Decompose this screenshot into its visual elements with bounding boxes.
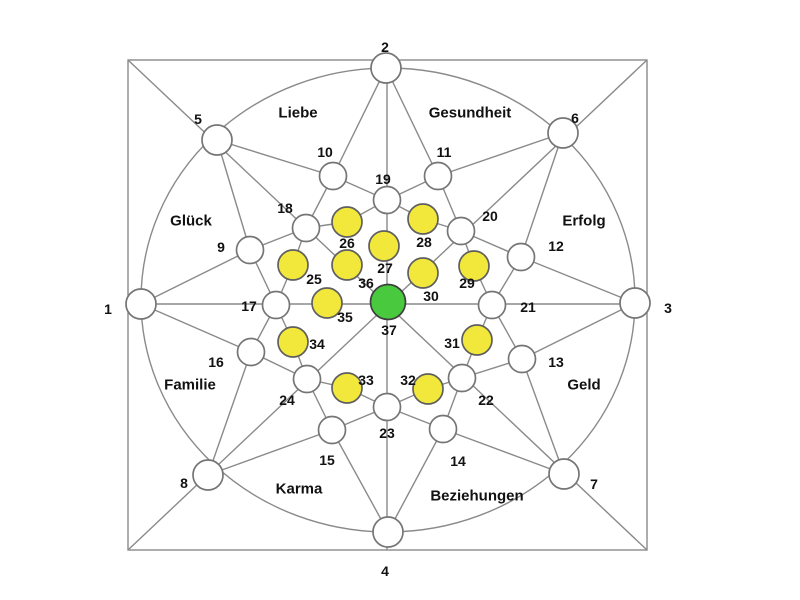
edge-8-16 xyxy=(207,351,252,476)
node-label-33: 33 xyxy=(358,372,374,388)
node-label-18: 18 xyxy=(277,200,293,216)
node-7 xyxy=(548,458,580,490)
edge-6-11 xyxy=(437,132,564,177)
edge-6-12 xyxy=(520,132,564,258)
node-4 xyxy=(372,516,404,548)
area-label-glck: Glück xyxy=(170,212,212,229)
node-label-28: 28 xyxy=(416,234,432,250)
edge-8-15 xyxy=(207,429,333,476)
node-6 xyxy=(547,117,579,149)
node-21 xyxy=(477,290,507,320)
node-3 xyxy=(619,287,651,319)
node-label-20: 20 xyxy=(482,208,498,224)
node-label-7: 7 xyxy=(590,476,598,492)
edge-3-13 xyxy=(521,302,636,360)
edge-7-14 xyxy=(442,428,565,475)
edge-3-12 xyxy=(520,256,636,304)
node-32 xyxy=(412,373,444,405)
edge-4-14 xyxy=(387,428,444,533)
node-label-25: 25 xyxy=(306,271,322,287)
node-29 xyxy=(458,250,490,282)
node-label-21: 21 xyxy=(520,299,536,315)
edge-2-11 xyxy=(385,67,439,177)
node-2 xyxy=(370,52,402,84)
node-8 xyxy=(192,459,224,491)
node-14 xyxy=(428,414,458,444)
node-label-14: 14 xyxy=(450,453,466,469)
node-label-17: 17 xyxy=(241,298,257,314)
node-16 xyxy=(236,337,266,367)
area-label-geld: Geld xyxy=(567,376,600,393)
node-label-15: 15 xyxy=(319,452,335,468)
node-31 xyxy=(461,324,493,356)
area-label-gesundheit: Gesundheit xyxy=(429,104,512,121)
node-18 xyxy=(291,213,321,243)
node-label-19: 19 xyxy=(375,171,391,187)
node-label-8: 8 xyxy=(180,475,188,491)
node-label-12: 12 xyxy=(548,238,564,254)
node-label-24: 24 xyxy=(279,392,295,408)
node-label-1: 1 xyxy=(104,301,112,317)
edge-7-13 xyxy=(521,358,565,475)
node-28 xyxy=(407,203,439,235)
area-label-karma: Karma xyxy=(276,480,323,497)
node-label-31: 31 xyxy=(444,335,460,351)
node-15 xyxy=(317,415,347,445)
node-label-3: 3 xyxy=(664,300,672,316)
node-label-9: 9 xyxy=(217,239,225,255)
node-27 xyxy=(368,230,400,262)
node-11 xyxy=(423,161,453,191)
node-33 xyxy=(331,372,363,404)
area-label-liebe: Liebe xyxy=(278,104,317,121)
node-19 xyxy=(372,185,402,215)
node-22 xyxy=(447,363,477,393)
area-label-familie: Familie xyxy=(164,376,216,393)
node-label-22: 22 xyxy=(478,392,494,408)
node-label-11: 11 xyxy=(437,144,452,160)
node-35 xyxy=(311,287,343,319)
node-label-5: 5 xyxy=(194,111,202,127)
node-20 xyxy=(446,216,476,246)
node-label-16: 16 xyxy=(208,354,224,370)
node-17 xyxy=(261,290,291,320)
node-label-36: 36 xyxy=(358,275,374,291)
node-13 xyxy=(507,344,537,374)
node-36 xyxy=(331,249,363,281)
node-label-13: 13 xyxy=(548,354,564,370)
node-5 xyxy=(201,124,233,156)
node-label-29: 29 xyxy=(459,275,475,291)
node-10 xyxy=(318,161,348,191)
node-label-10: 10 xyxy=(317,144,333,160)
edge-2-10 xyxy=(332,67,387,177)
edge-1-9 xyxy=(140,249,251,305)
node-37 xyxy=(369,283,407,321)
node-label-4: 4 xyxy=(381,563,389,579)
node-label-27: 27 xyxy=(377,260,393,276)
node-label-23: 23 xyxy=(379,425,395,441)
node-24 xyxy=(292,364,322,394)
node-label-2: 2 xyxy=(381,39,389,55)
edge-1-16 xyxy=(140,303,252,353)
area-label-beziehungen: Beziehungen xyxy=(430,487,523,504)
node-25 xyxy=(277,249,309,281)
edge-5-9 xyxy=(216,139,251,251)
node-26 xyxy=(331,206,363,238)
node-label-35: 35 xyxy=(337,309,353,325)
node-12 xyxy=(506,242,536,272)
edge-4-15 xyxy=(331,429,389,533)
node-label-34: 34 xyxy=(309,336,325,352)
node-label-30: 30 xyxy=(423,288,439,304)
area-label-erfolg: Erfolg xyxy=(562,212,605,229)
node-1 xyxy=(125,288,157,320)
node-23 xyxy=(372,392,402,422)
node-label-37: 37 xyxy=(381,322,397,338)
node-label-32: 32 xyxy=(400,372,416,388)
node-30 xyxy=(407,257,439,289)
node-34 xyxy=(277,326,309,358)
node-label-26: 26 xyxy=(339,235,355,251)
node-9 xyxy=(235,235,265,265)
node-label-6: 6 xyxy=(571,110,579,126)
edge-5-10 xyxy=(216,139,334,177)
